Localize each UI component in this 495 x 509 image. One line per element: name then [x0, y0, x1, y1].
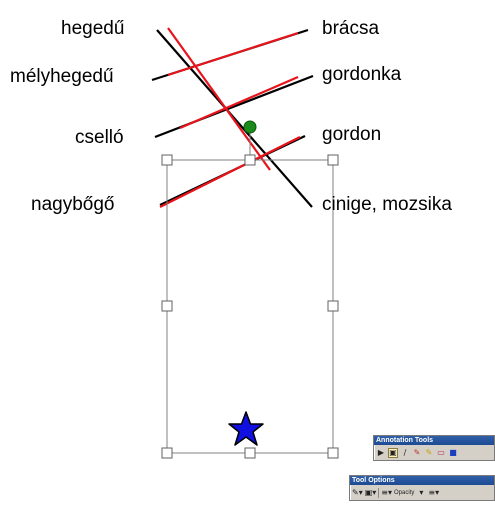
resize-handle-bottom[interactable] [244, 447, 256, 459]
label-csello: cselló [75, 127, 124, 148]
annotation-tools-row: ▶ ▣ ∕ ✎ ✎ ▭ ■ [374, 445, 494, 460]
label-gordon: gordon [322, 124, 382, 145]
highlighter-icon[interactable]: ✎ [425, 447, 433, 457]
color-icon[interactable]: ■ [449, 447, 457, 457]
opacity-chevron-icon[interactable]: ▾ [419, 487, 424, 497]
rotation-handle[interactable] [243, 120, 257, 134]
label-melyhegedu: mélyhegedű [10, 66, 114, 87]
label-nagybogo: nagybőgő [31, 194, 115, 215]
red-answer-line[interactable] [159, 136, 301, 208]
annotation-tools-toolbar[interactable]: Annotation Tools ▶ ▣ ∕ ✎ ✎ ▭ ■ [373, 435, 495, 461]
label-bracsa: brácsa [322, 18, 380, 39]
connector-line [154, 74, 314, 139]
tool-options-title[interactable]: Tool Options [350, 476, 494, 485]
label-cinige-mozsika: cinige, mozsika [322, 194, 452, 215]
tool-options-row: ✎▾ ▣▾ ≡▾ Opacity ▾ ≡▾ [350, 485, 494, 500]
fill-color-icon[interactable]: ▣▾ [364, 487, 377, 497]
red-answer-line[interactable] [167, 27, 271, 171]
red-answer-line[interactable] [179, 75, 299, 130]
resize-handle-top-left[interactable] [161, 154, 173, 166]
pen-icon[interactable]: ✎ [413, 447, 421, 457]
eraser-icon[interactable]: ▭ [437, 447, 445, 457]
resize-handle-top[interactable] [244, 154, 256, 166]
line-width-icon[interactable]: ≡▾ [381, 487, 393, 497]
red-answer-line[interactable] [167, 31, 299, 77]
separator [378, 487, 380, 498]
label-hegedu: hegedű [61, 18, 125, 39]
tool-options-toolbar[interactable]: Tool Options ✎▾ ▣▾ ≡▾ Opacity ▾ ≡▾ [349, 475, 495, 501]
star-icon[interactable] [228, 411, 264, 446]
select-icon[interactable]: ▶ [377, 447, 385, 457]
label-gordonka: gordonka [322, 64, 402, 85]
resize-handle-top-right[interactable] [327, 154, 339, 166]
annotation-tools-title[interactable]: Annotation Tools [374, 436, 494, 445]
line-style-icon[interactable]: ≡▾ [428, 487, 440, 497]
connector-line [156, 29, 313, 208]
text-icon[interactable]: ▣ [388, 447, 398, 458]
resize-handle-right[interactable] [327, 300, 339, 312]
resize-handle-bottom-left[interactable] [161, 447, 173, 459]
resize-handle-left[interactable] [161, 300, 173, 312]
line-icon[interactable]: ∕ [403, 447, 407, 457]
opacity-dropdown[interactable]: Opacity [394, 489, 415, 496]
pen-color-icon[interactable]: ✎▾ [352, 487, 363, 497]
resize-handle-bottom-right[interactable] [327, 447, 339, 459]
